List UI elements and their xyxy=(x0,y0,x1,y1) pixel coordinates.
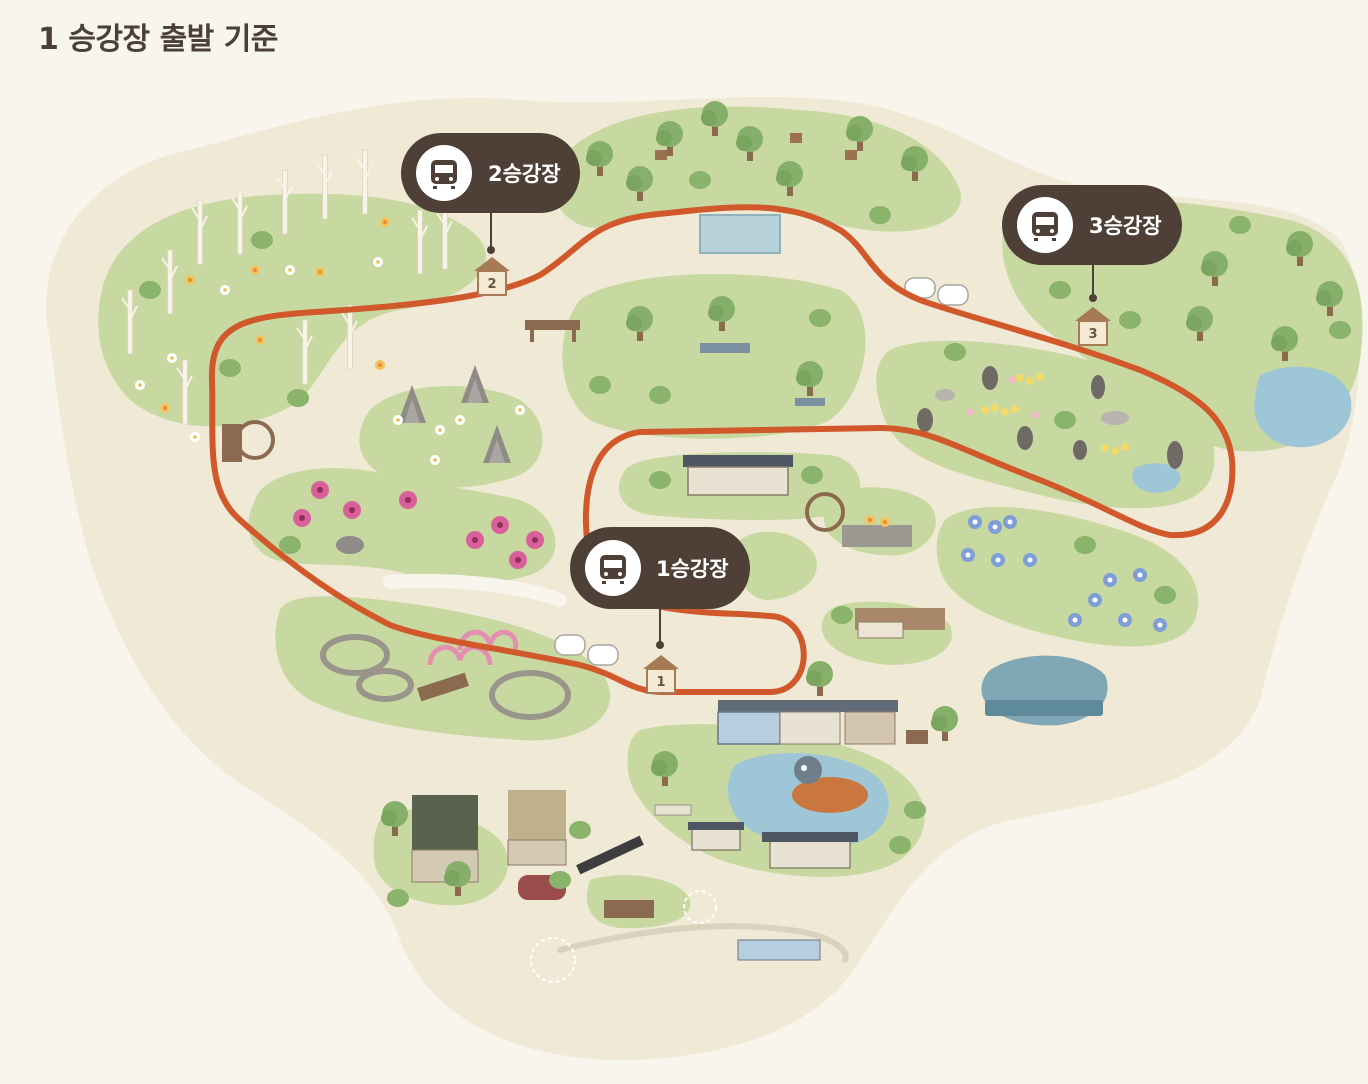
train-car xyxy=(904,277,969,306)
waterwheel-frame xyxy=(222,424,242,462)
southwest-buildings xyxy=(381,790,821,961)
wildflower-field xyxy=(917,343,1183,469)
azalea-garden xyxy=(279,481,544,569)
train-icon xyxy=(1032,212,1058,241)
signpost-icon: 3 xyxy=(1074,306,1112,346)
station-1-label: 1승강장 xyxy=(656,557,729,581)
greenhouse xyxy=(699,214,781,254)
svg-text:2: 2 xyxy=(487,277,496,292)
forest-north xyxy=(586,101,928,254)
wooden-bridge xyxy=(417,672,469,702)
roundabout-marker xyxy=(683,890,717,924)
bonsai-garden xyxy=(525,296,831,406)
station-1[interactable]: 1 1승강장 xyxy=(570,527,750,694)
visitor-centre xyxy=(717,661,958,745)
train-route xyxy=(208,204,1236,695)
svg-text:1: 1 xyxy=(656,675,665,690)
pavilion xyxy=(525,320,580,330)
train-icon xyxy=(431,160,457,189)
station-2-label: 2승강장 xyxy=(488,162,561,186)
stone-terraces xyxy=(320,634,571,720)
station-2[interactable]: 2 2승강장 xyxy=(401,133,580,296)
traditional-house xyxy=(649,455,912,547)
train-car xyxy=(554,634,619,666)
pond-area xyxy=(651,751,926,869)
page-title: 1 승강장 출발 기준 xyxy=(38,22,278,57)
train-icon xyxy=(600,555,626,584)
signpost-icon: 2 xyxy=(473,256,511,296)
roundabout-marker xyxy=(530,937,576,983)
signpost-icon: 1 xyxy=(642,654,680,694)
footpaths xyxy=(383,573,849,963)
svg-text:3: 3 xyxy=(1088,327,1097,342)
station-3[interactable]: 3 3승강장 xyxy=(1002,185,1182,346)
station-3-label: 3승강장 xyxy=(1089,214,1162,238)
hanok-east xyxy=(831,606,945,639)
